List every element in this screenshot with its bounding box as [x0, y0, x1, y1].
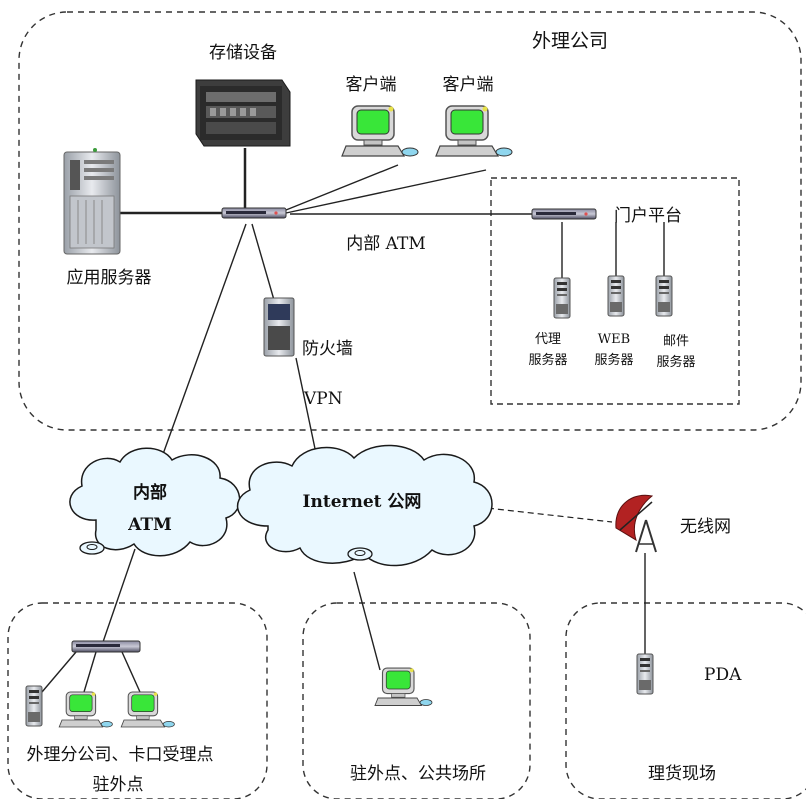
outpost-site-boundary [302, 602, 531, 799]
link-switch-internal-atm [157, 223, 247, 469]
web-server-label-line2: 服务器 [594, 352, 633, 368]
app-server [63, 148, 121, 255]
branch-switch [71, 640, 141, 653]
outpost-site-label: 驻外点、公共场所 [350, 764, 486, 784]
firewall [263, 297, 295, 357]
proxy-server-label-line1: 代理 [535, 332, 561, 347]
proxy-server [553, 277, 571, 319]
branch-site-label-line1: 外理分公司、卡口受理点 [27, 745, 214, 765]
field-site-label: 理货现场 [648, 764, 716, 784]
proxy-server-label-line2: 服务器 [528, 352, 567, 368]
link-branchswitch-pc1 [83, 651, 97, 693]
branch-pc-1 [58, 691, 113, 728]
client-label-1: 客户端 [346, 75, 397, 95]
client-pc-1 [341, 105, 419, 157]
link-switch-firewall [251, 223, 275, 301]
wireless-label: 无线网 [680, 517, 731, 537]
branch-site-label-line2: 驻外点 [93, 775, 144, 795]
link-firewall-internet [295, 357, 319, 464]
link-branchswitch-server [41, 651, 77, 693]
portal-boundary [490, 177, 740, 405]
branch-site-boundary [7, 602, 268, 799]
company-title: 外理公司 [532, 30, 608, 52]
branch-pc-2 [120, 691, 175, 728]
link-switch-client2 [285, 169, 487, 214]
mail-server-label-line2: 服务器 [656, 354, 695, 370]
internal-atm-cloud [69, 447, 241, 557]
storage-label: 存储设备 [209, 43, 277, 63]
mail-server-label-line1: 邮件 [663, 334, 689, 349]
client-pc-2 [435, 105, 513, 157]
branch-server [25, 685, 43, 727]
link-internalatm-branch [102, 548, 136, 643]
vpn-label: VPN [303, 389, 343, 409]
pda-label: PDA [704, 665, 742, 685]
wireless-dish [615, 494, 657, 553]
link-internet-wireless [477, 506, 613, 523]
firewall-label: 防火墙 [302, 339, 353, 359]
internal-atm-cloud-label-line2: ATM [127, 515, 172, 535]
client-label-2: 客户端 [443, 75, 494, 95]
web-server [607, 275, 625, 317]
link-internet-outpost [353, 571, 381, 671]
portal-switch [531, 208, 597, 220]
portal-label: 门户平台 [614, 206, 682, 226]
web-server-label-line1: WEB [598, 332, 630, 347]
internet-cloud-label: Internet 公网 [303, 492, 422, 512]
link-switch-client1 [285, 164, 399, 211]
connection-lines [41, 148, 665, 693]
company-boundary [18, 11, 802, 431]
app-server-label: 应用服务器 [67, 268, 152, 288]
internal-atm-label: 内部 ATM [346, 234, 426, 254]
outpost-pc [374, 667, 433, 707]
mail-server [655, 275, 673, 317]
storage-device [195, 79, 291, 147]
internet-cloud [236, 444, 493, 567]
pda-device [636, 653, 654, 695]
core-switch [221, 207, 287, 219]
field-site-boundary [565, 602, 806, 799]
internal-atm-cloud-label-line1: 内部 [133, 482, 167, 503]
link-branchswitch-pc2 [121, 651, 141, 693]
